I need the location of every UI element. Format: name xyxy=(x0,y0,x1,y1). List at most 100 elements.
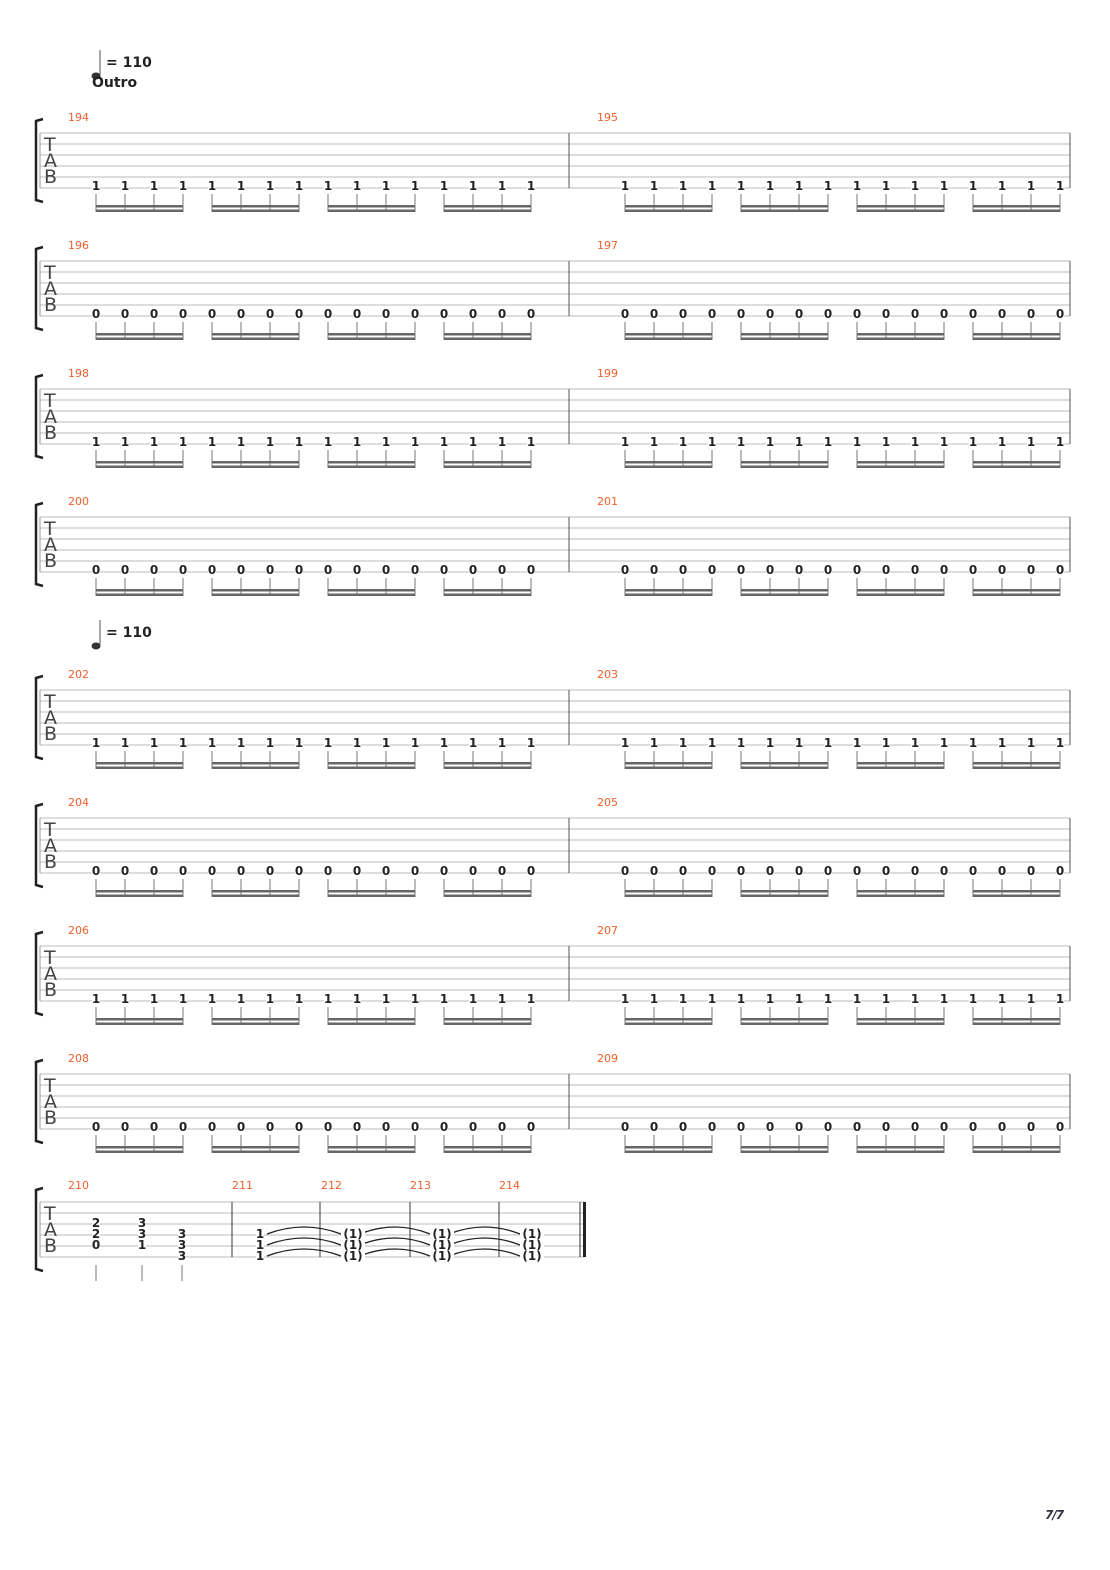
fret-number: 0 xyxy=(650,1120,658,1134)
fret-number: 1 xyxy=(766,435,774,449)
fret-number: 1 xyxy=(650,179,658,193)
fret-bg xyxy=(882,180,890,191)
fret-bg xyxy=(150,865,158,876)
tempo-note-head xyxy=(91,72,101,80)
fret-bg xyxy=(1056,180,1064,191)
beam xyxy=(973,1018,1060,1021)
fret-number: 1 xyxy=(998,435,1006,449)
fret-bg xyxy=(138,1228,146,1239)
fret-number: 3 xyxy=(178,1249,186,1263)
fret-bg xyxy=(121,180,129,191)
fret-bg xyxy=(1056,1121,1064,1132)
fret-bg xyxy=(324,436,332,447)
fret-number: 0 xyxy=(295,864,303,878)
fret-bg xyxy=(708,993,716,1004)
fret-bg xyxy=(853,1121,861,1132)
fret-number: 0 xyxy=(679,1120,687,1134)
fret-bg xyxy=(737,564,745,575)
tab-clef-letter: B xyxy=(44,422,57,444)
fret-bg xyxy=(295,308,303,319)
beam xyxy=(973,1022,1060,1025)
fret-bg xyxy=(766,1121,774,1132)
fret-number: 0 xyxy=(208,563,216,577)
fret-bg xyxy=(353,564,361,575)
fret-bg xyxy=(121,1121,129,1132)
fret-bg xyxy=(853,436,861,447)
fret-number: 1 xyxy=(527,992,535,1006)
fret-number: 1 xyxy=(650,736,658,750)
tempo-value: = 110 xyxy=(106,625,152,641)
fret-bg xyxy=(353,308,361,319)
fret-number: 0 xyxy=(121,307,129,321)
fret-bg xyxy=(324,993,332,1004)
fret-number: 0 xyxy=(266,1120,274,1134)
fret-bg xyxy=(911,308,919,319)
fret-number: 1 xyxy=(382,992,390,1006)
beam xyxy=(973,1146,1060,1149)
fret-number: 0 xyxy=(824,1120,832,1134)
tie-arc xyxy=(448,1248,521,1257)
fret-number: 0 xyxy=(969,563,977,577)
fret-number: 0 xyxy=(150,563,158,577)
fret-bg xyxy=(1056,308,1064,319)
fret-bg xyxy=(737,1121,745,1132)
fret-number: 1 xyxy=(708,435,716,449)
fret-number: 1 xyxy=(1027,435,1035,449)
fret-number: 1 xyxy=(882,435,890,449)
fret-bg xyxy=(940,865,948,876)
fret-bg xyxy=(150,993,158,1004)
fret-number: 0 xyxy=(853,307,861,321)
beam xyxy=(212,333,299,336)
fret-bg xyxy=(179,564,187,575)
fret-bg xyxy=(150,180,158,191)
fret-number: 0 xyxy=(737,563,745,577)
fret-bg xyxy=(295,1121,303,1132)
fret-bg xyxy=(795,180,803,191)
fret-bg xyxy=(520,1239,544,1250)
fret-bg xyxy=(430,1250,454,1261)
measure-number: 200 xyxy=(68,495,89,508)
beam xyxy=(212,766,299,769)
fret-number: 0 xyxy=(679,864,687,878)
beam xyxy=(973,766,1060,769)
measure-number: 195 xyxy=(597,111,618,124)
fret-number: 0 xyxy=(179,1120,187,1134)
fret-number: 1 xyxy=(1027,992,1035,1006)
beam xyxy=(857,894,944,897)
system-bracket xyxy=(34,245,44,332)
beam xyxy=(328,465,415,468)
fret-number: 1 xyxy=(324,736,332,750)
fret-bg xyxy=(679,436,687,447)
fret-bg xyxy=(679,865,687,876)
beam xyxy=(96,762,183,765)
fret-bg xyxy=(498,180,506,191)
fret-bg xyxy=(621,564,629,575)
fret-number: 1 xyxy=(708,992,716,1006)
fret-number: 1 xyxy=(824,179,832,193)
fret-bg xyxy=(650,737,658,748)
beam xyxy=(625,205,712,208)
fret-number: 0 xyxy=(469,864,477,878)
fret-bg xyxy=(150,564,158,575)
system-bracket xyxy=(34,501,44,588)
fret-number: 0 xyxy=(969,307,977,321)
beam xyxy=(973,461,1060,464)
fret-number: 1 xyxy=(266,179,274,193)
fret-bg xyxy=(766,564,774,575)
tempo-note-head xyxy=(91,642,101,650)
fret-number: 0 xyxy=(324,864,332,878)
fret-number: 0 xyxy=(266,864,274,878)
fret-number: 1 xyxy=(737,435,745,449)
beam xyxy=(444,589,531,592)
beam xyxy=(328,1022,415,1025)
fret-number: 0 xyxy=(882,864,890,878)
fret-number: 0 xyxy=(411,864,419,878)
tab-clef-letter: B xyxy=(44,1235,57,1257)
fret-bg xyxy=(520,1228,544,1239)
fret-number: 0 xyxy=(737,864,745,878)
beam xyxy=(444,1150,531,1153)
fret-bg xyxy=(679,1121,687,1132)
fret-bg xyxy=(527,1121,535,1132)
fret-number: 0 xyxy=(882,563,890,577)
fret-number: 1 xyxy=(150,992,158,1006)
